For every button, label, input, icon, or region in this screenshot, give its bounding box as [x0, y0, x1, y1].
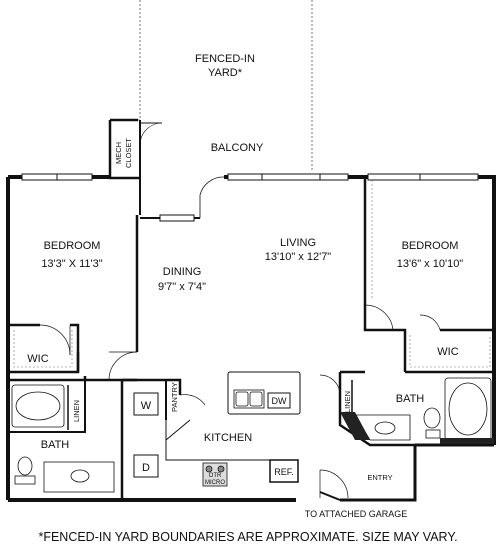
dishwasher-box — [267, 392, 291, 409]
refrigerator-box — [269, 459, 299, 483]
dryer-label: D — [142, 462, 150, 474]
left-bath-fixtures — [11, 384, 115, 493]
bedroom-left-dims: 13'3" X 11'3" — [41, 258, 102, 270]
linen-right-label: LINEN — [343, 391, 352, 413]
right-bath-fixtures — [354, 377, 492, 441]
balcony-label: BALCONY — [211, 142, 264, 154]
garage-label: TO ATTACHED GARAGE — [305, 509, 408, 519]
linen-left-label: LINEN — [72, 400, 81, 422]
windows — [21, 173, 479, 222]
bath-left-label: BATH — [41, 439, 70, 451]
bedroom-left-label: BEDROOM — [44, 240, 101, 252]
dining-dims: 9'7" x 7'4" — [158, 281, 206, 293]
wic-right-label: WIC — [437, 346, 458, 358]
living-dims: 13'10" x 12'7" — [265, 251, 332, 263]
washer-box — [133, 392, 159, 416]
dining-label: DINING — [163, 266, 202, 278]
range-label-line2: MICRO — [205, 480, 225, 486]
pantry-label: PANTRY — [170, 382, 179, 412]
closet-shelves — [13, 180, 491, 368]
door-swings — [39, 304, 441, 499]
mech-closet-line2: CLOSET — [124, 138, 133, 168]
mech-closet-line1: MECH — [114, 142, 123, 164]
footnote: *FENCED-IN YARD BOUNDARIES ARE APPROXIMA… — [38, 530, 457, 544]
dishwasher-label: DW — [272, 396, 287, 406]
bedroom-right-label: BEDROOM — [402, 240, 459, 252]
yard-label-line2: YARD* — [208, 67, 243, 79]
kitchen-sink — [233, 389, 265, 409]
dryer-box — [133, 454, 159, 478]
kitchen-label: KITCHEN — [204, 432, 252, 444]
yard-label-line1: FENCED-IN — [195, 53, 255, 65]
balcony-door — [199, 176, 225, 218]
bath-right-label: BATH — [396, 393, 425, 405]
washer-label: W — [141, 400, 152, 412]
interior-walls — [8, 177, 494, 500]
range-label-line1: OTR — [209, 473, 222, 479]
wall-fills — [340, 412, 494, 444]
living-label: LIVING — [280, 237, 316, 249]
kitchen-counters — [165, 371, 301, 461]
range — [202, 462, 228, 487]
wic-left-label: WIC — [27, 353, 48, 365]
outer-walls — [6, 175, 496, 502]
entry-label: ENTRY — [367, 473, 392, 482]
bedroom-right-dims: 13'6" x 10'10" — [397, 258, 464, 270]
refrigerator-label: REF. — [274, 467, 294, 477]
balcony-area — [108, 118, 163, 215]
